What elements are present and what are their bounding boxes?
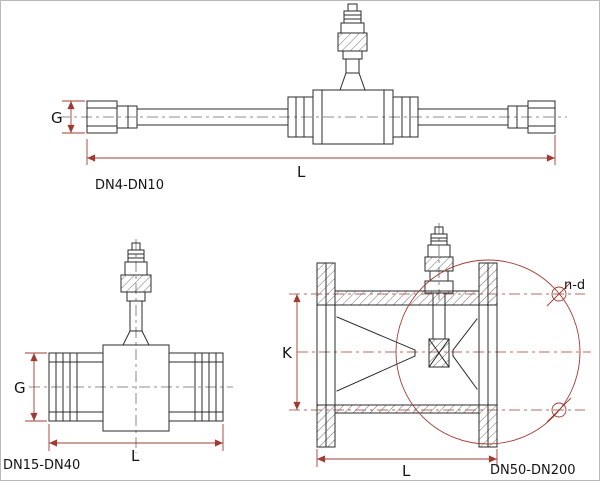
view-dn50-dn200: n-d K L DN50-DN200 bbox=[282, 223, 591, 480]
dimension-l-bottom-right bbox=[316, 449, 498, 467]
bolt-circle-annotation bbox=[289, 259, 585, 445]
dimension-l-bottom-left bbox=[48, 424, 224, 451]
view-label-dn15-dn40: DN15-DN40 bbox=[3, 458, 80, 473]
bolt-hole-top bbox=[551, 286, 567, 302]
dim-label-k: K bbox=[282, 344, 293, 362]
view-label-dn50-dn200: DN50-DN200 bbox=[490, 463, 576, 478]
dim-label-g-top: G bbox=[51, 109, 63, 127]
meter-dn4-dn10-drawing bbox=[86, 3, 556, 145]
meter-dn50-dn200-drawing bbox=[316, 226, 498, 448]
dimension-l-top bbox=[86, 135, 556, 165]
sensor-stack bbox=[120, 242, 152, 346]
sensor-stack bbox=[424, 226, 454, 282]
view-dn15-dn40: G L DN15-DN40 bbox=[3, 239, 233, 473]
dim-label-l-bottom-left: L bbox=[131, 447, 140, 465]
view-dn4-dn10: G L DN4-DN10 bbox=[51, 3, 567, 193]
view-label-dn4-dn10: DN4-DN10 bbox=[95, 178, 164, 193]
meter-dn15-dn40-drawing bbox=[48, 242, 224, 432]
dimension-g-bottom-left bbox=[25, 352, 47, 422]
dimension-g-top bbox=[62, 100, 85, 134]
dim-label-l-bottom-right: L bbox=[402, 462, 411, 480]
dim-label-g-bottom-left: G bbox=[14, 379, 26, 397]
sensor-stack bbox=[337, 3, 368, 91]
bolt-hole-bottom bbox=[551, 402, 567, 418]
dim-label-l-top: L bbox=[297, 163, 306, 181]
bolt-holes-label: n-d bbox=[564, 278, 585, 293]
